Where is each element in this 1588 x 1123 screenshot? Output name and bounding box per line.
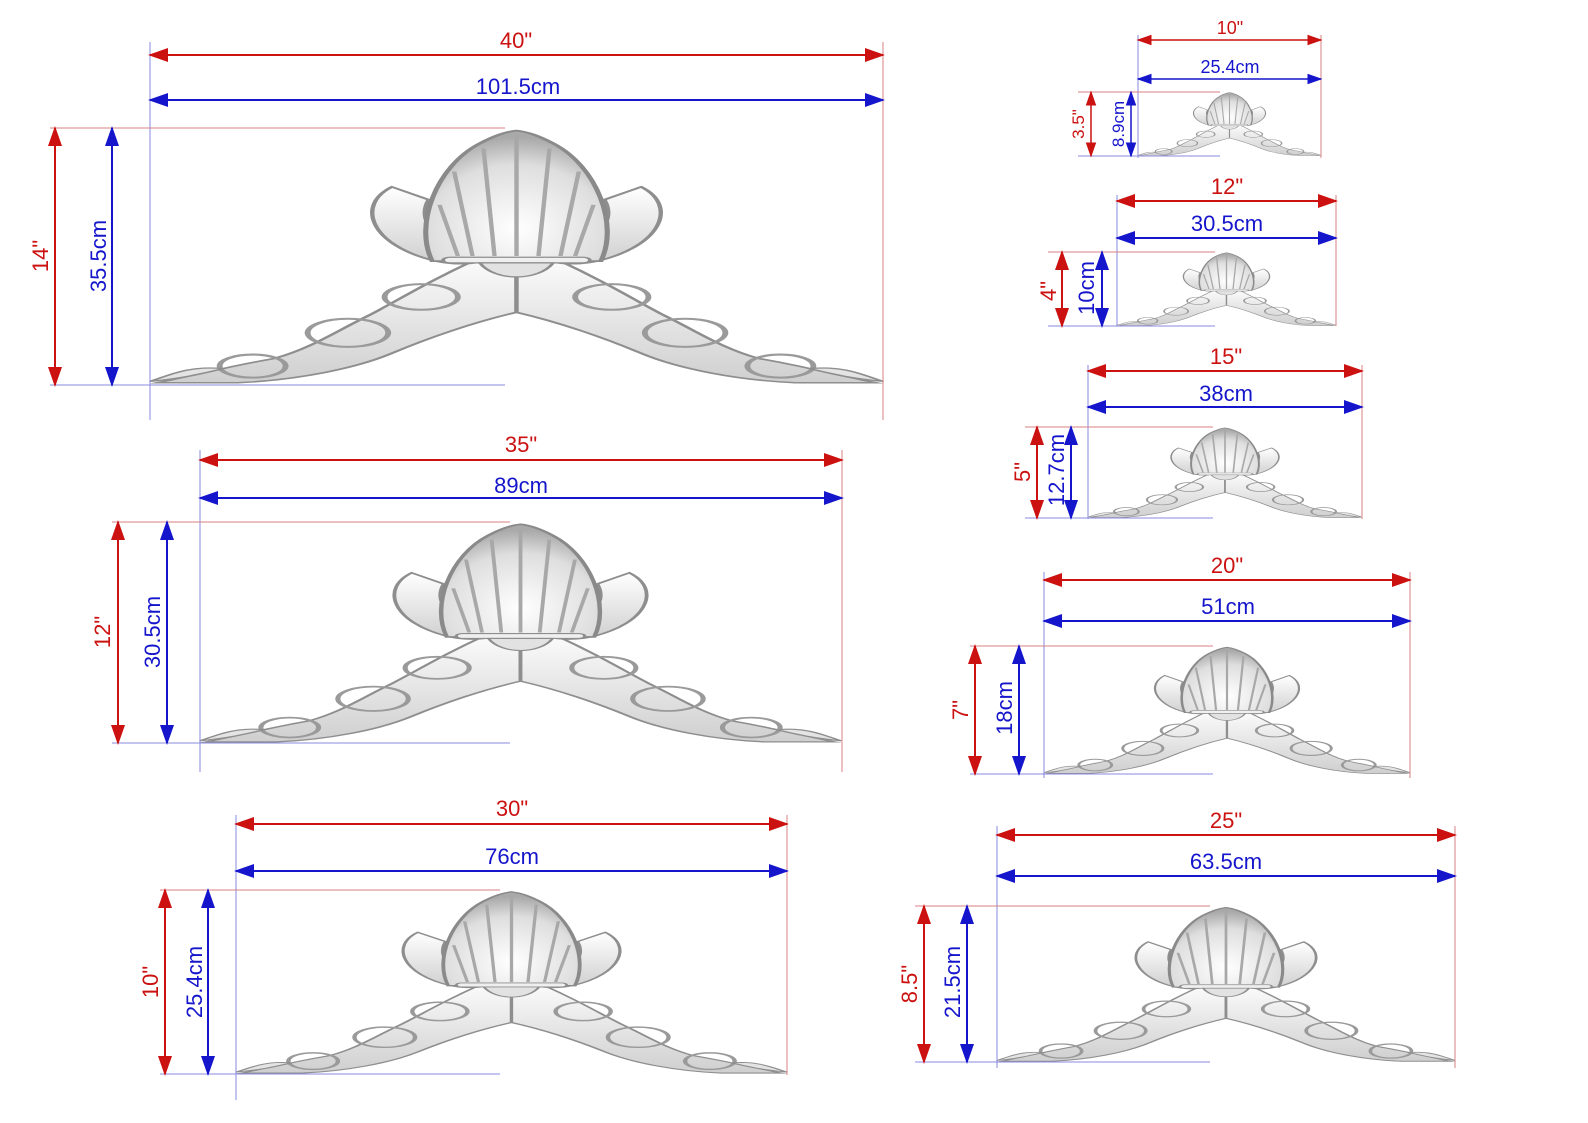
width-inches-label: 35" — [505, 432, 537, 457]
width-cm-label: 51cm — [1201, 594, 1255, 619]
height-cm-label: 8.9cm — [1109, 101, 1128, 147]
ornament-35in: 35" 89cm 12" 30.5cm — [90, 432, 844, 772]
ornament-15in-image — [1086, 426, 1364, 519]
ornament-35in-image — [200, 524, 841, 742]
height-inches-label: 14" — [28, 240, 53, 272]
width-cm-label: 89cm — [494, 473, 548, 498]
height-cm-label: 18cm — [992, 681, 1017, 735]
width-inches-label: 10" — [1217, 18, 1243, 38]
height-inches-label: 5" — [1010, 462, 1035, 482]
width-cm-label: 38cm — [1199, 381, 1253, 406]
height-inches-label: 7" — [948, 700, 973, 720]
width-inches-label: 15" — [1210, 344, 1242, 369]
ornament-25in: 25" 63.5cm 8.5" 21.5cm — [897, 808, 1457, 1068]
width-cm-label: 76cm — [485, 844, 539, 869]
ornament-40in: 40" 101.5cm 14" 35.5cm — [28, 28, 883, 420]
height-cm-label: 12.7cm — [1044, 434, 1069, 506]
ornament-10in: 10" 25.4cm 3.5" 8.9cm — [1069, 18, 1323, 158]
ornament-20in: 20" 51cm 7" 18cm — [948, 553, 1412, 778]
ornament-12in: 12" 30.5cm 4" 10cm — [1036, 174, 1338, 328]
ornament-12in-image — [1116, 251, 1337, 327]
height-cm-label: 21.5cm — [940, 946, 965, 1018]
width-cm-label: 25.4cm — [1200, 57, 1259, 77]
ornament-15in: 15" 38cm 5" 12.7cm — [1010, 344, 1364, 520]
height-cm-label: 25.4cm — [182, 946, 207, 1018]
height-cm-label: 35.5cm — [86, 220, 111, 292]
ornament-10in-image — [1137, 91, 1322, 157]
height-cm-label: 10cm — [1074, 261, 1099, 315]
width-inches-label: 12" — [1211, 174, 1243, 199]
width-inches-label: 40" — [500, 28, 532, 53]
ornament-30in: 30" 76cm 10" 25.4cm — [138, 796, 787, 1100]
width-inches-label: 30" — [496, 796, 528, 821]
height-cm-label: 30.5cm — [140, 596, 165, 668]
width-cm-label: 30.5cm — [1191, 211, 1263, 236]
height-inches-label: 3.5" — [1069, 109, 1088, 139]
ornament-20in-image — [1042, 645, 1412, 775]
width-inches-label: 20" — [1211, 553, 1243, 578]
width-cm-label: 101.5cm — [476, 74, 560, 99]
height-inches-label: 12" — [90, 616, 115, 648]
height-inches-label: 4" — [1036, 281, 1061, 301]
ornament-25in-image — [995, 905, 1457, 1064]
ornament-30in-image — [236, 892, 787, 1073]
width-cm-label: 63.5cm — [1190, 849, 1262, 874]
height-inches-label: 10" — [138, 966, 163, 998]
width-inches-label: 25" — [1210, 808, 1242, 833]
height-inches-label: 8.5" — [897, 965, 922, 1003]
ornament-40in-image — [150, 131, 883, 383]
